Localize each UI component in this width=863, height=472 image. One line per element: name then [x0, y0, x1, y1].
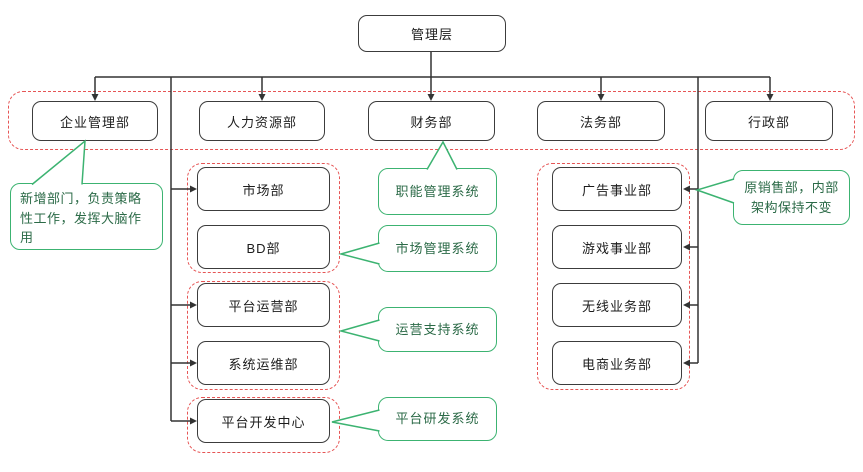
- node-platform-dev-center: 平台开发中心: [197, 399, 330, 443]
- callout-new-dept-note: 新增部门，负责策略性工作，发挥大脑作用: [10, 183, 163, 250]
- node-ad-bu: 广告事业部: [552, 167, 682, 211]
- callout-former-sales-note: 原销售部，内部架构保持不变: [733, 170, 850, 225]
- callout-platform-rd-system: 平台研发系统: [378, 397, 497, 441]
- callout-market-mgmt-system: 市场管理系统: [378, 225, 497, 272]
- node-management-layer: 管理层: [358, 15, 506, 52]
- node-legal: 法务部: [537, 101, 665, 141]
- group-marketing-bd: [187, 163, 340, 273]
- node-ecommerce-bu: 电商业务部: [552, 341, 682, 385]
- node-marketing: 市场部: [197, 167, 330, 211]
- node-hr: 人力资源部: [199, 101, 325, 141]
- node-bd: BD部: [197, 225, 330, 269]
- node-platform-ops: 平台运营部: [197, 283, 330, 327]
- callout-ops-support-system: 运营支持系统: [378, 307, 497, 352]
- node-enterprise-mgmt: 企业管理部: [32, 101, 158, 141]
- node-admin: 行政部: [705, 101, 833, 141]
- group-business-units: [537, 163, 690, 390]
- callout-functional-mgmt-system: 职能管理系统: [378, 168, 497, 215]
- node-system-om: 系统运维部: [197, 341, 330, 385]
- node-game-bu: 游戏事业部: [552, 225, 682, 269]
- node-finance: 财务部: [368, 101, 495, 141]
- node-wireless-bu: 无线业务部: [552, 283, 682, 327]
